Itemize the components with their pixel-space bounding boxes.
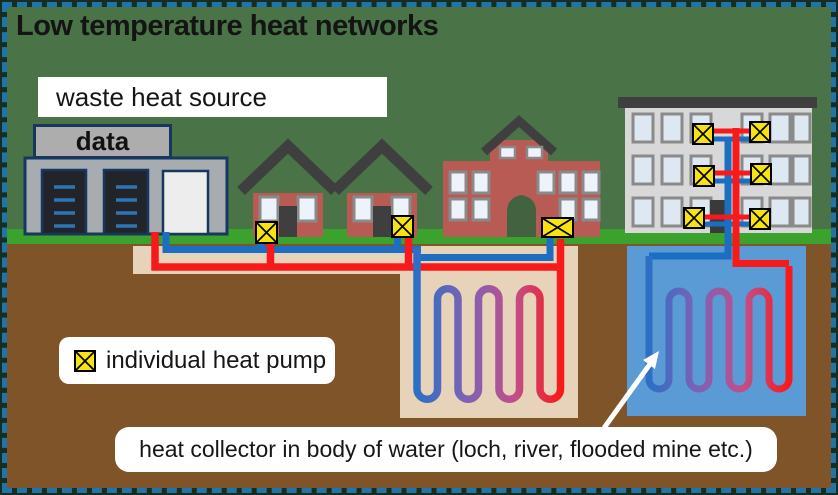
server-vents-2 [116, 185, 137, 228]
apartment-building [618, 97, 817, 233]
ground-collector-zone [400, 246, 578, 418]
server-door-2 [102, 168, 150, 236]
heat-pump-apartment-1 [692, 123, 714, 145]
house-2-window-left [352, 195, 374, 223]
house-1-door [279, 206, 297, 237]
house-1-roof [237, 138, 339, 195]
heat-pump-apartment-6 [749, 208, 771, 230]
school-arch-doorway [507, 195, 536, 237]
pipe-blue-school [417, 236, 554, 261]
school-windows [448, 170, 601, 222]
school-tower-window-2 [525, 145, 544, 160]
house-1-window-left [258, 195, 280, 223]
heat-pump-house2 [391, 215, 414, 238]
waste-heat-source-text: waste heat source [56, 81, 268, 112]
pipe-blue-apartment [649, 137, 732, 260]
heat-pump-house1 [255, 221, 278, 244]
page-title: Low temperature heat networks [16, 10, 439, 42]
heat-pump-apartment-3 [693, 165, 715, 187]
heat-pump-apartment-4 [750, 163, 772, 185]
heat-pump-school [541, 217, 574, 238]
school-tower-window-1 [498, 145, 517, 160]
heat-pump-apartment-2 [749, 121, 771, 143]
house-2-roof [331, 138, 433, 195]
water-collector-label: heat collector in body of water (loch, r… [115, 427, 777, 472]
school-tower-roof [481, 114, 557, 156]
water-collector-text: heat collector in body of water (loch, r… [139, 436, 753, 462]
heat-pump-apartment-5 [683, 207, 705, 229]
pipe-red-main [151, 232, 561, 271]
server-vents-1 [54, 185, 75, 228]
waste-heat-source-label: waste heat source [38, 77, 387, 117]
data-sign-text: data [75, 126, 130, 156]
server-door-1 [40, 168, 88, 236]
house-2-door [373, 206, 391, 237]
heat-pump-legend: individual heat pump [59, 337, 335, 384]
ground-collector-coil [413, 239, 565, 403]
house-1-window-right [296, 195, 318, 223]
heat-pump-icon [74, 349, 96, 372]
data-centre-door [161, 169, 210, 236]
arrow-to-water-collector-icon [601, 351, 659, 430]
heat-pumps [255, 121, 772, 244]
heat-pump-legend-text: individual heat pump [106, 346, 327, 374]
pipe-blue-main [162, 232, 421, 253]
water-collector-coil [645, 256, 793, 393]
data-centre-sign: data [33, 124, 172, 159]
data-centre-building [23, 156, 229, 236]
house-2 [331, 138, 433, 237]
apartment-roof [618, 97, 817, 108]
